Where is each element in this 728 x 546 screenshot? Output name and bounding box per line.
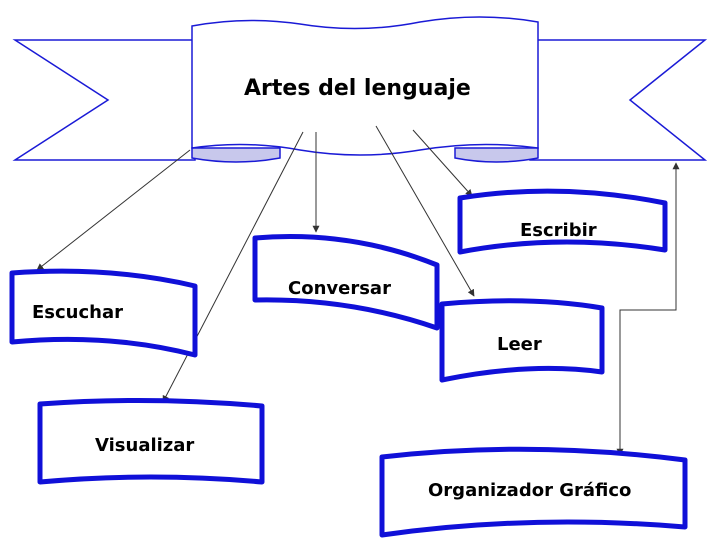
flag-organizador xyxy=(379,446,688,538)
node-conversar: Conversar xyxy=(288,278,391,299)
flag-escuchar xyxy=(9,268,198,358)
arrow-to-visualizar xyxy=(162,131,304,403)
arrow-organizador-link xyxy=(616,162,680,456)
ribbon-banner xyxy=(12,16,708,163)
node-escuchar: Escuchar xyxy=(32,302,124,323)
flag-visualizar xyxy=(37,397,265,485)
node-leer: Leer xyxy=(497,334,542,355)
arrow-to-escuchar xyxy=(36,149,191,271)
flag-conversar xyxy=(252,234,440,331)
flag-escribir xyxy=(457,188,668,255)
banner-left-fold xyxy=(191,147,281,163)
node-escribir: Escribir xyxy=(520,220,597,241)
arrow-to-escribir xyxy=(412,129,473,197)
banner-center xyxy=(191,16,539,156)
banner-right-tail xyxy=(529,39,708,161)
flag-leer xyxy=(439,298,605,383)
node-visualizar: Visualizar xyxy=(95,435,195,456)
banner-right-fold xyxy=(454,147,539,163)
arrows xyxy=(36,125,680,456)
banner-left-tail xyxy=(12,39,196,161)
flags xyxy=(9,188,688,538)
node-organizador-grafico: Organizador Gráfico xyxy=(428,480,632,501)
banner-title: Artes del lenguaje xyxy=(244,76,471,101)
arrow-to-leer xyxy=(375,125,475,297)
